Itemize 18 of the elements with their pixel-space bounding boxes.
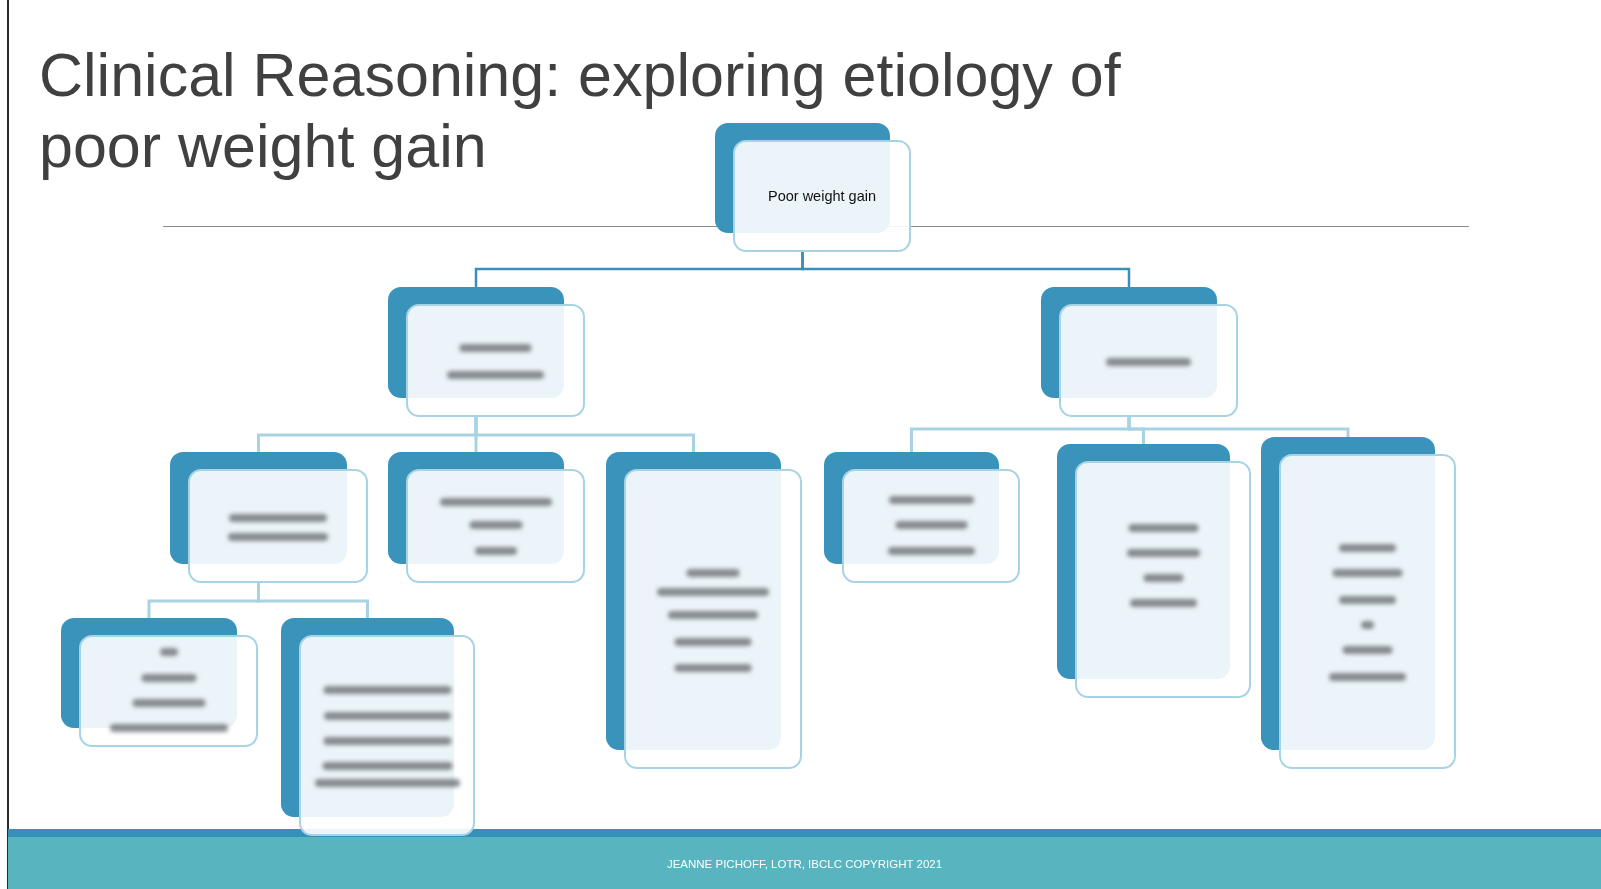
stacked-card [388, 452, 585, 583]
stacked-card [388, 287, 585, 417]
connector-line [801, 252, 1131, 287]
node-label: Poor weight gain [768, 186, 876, 206]
connector-line [474, 417, 695, 452]
stacked-card [1261, 437, 1456, 769]
stacked-card [715, 123, 911, 252]
stacked-card [281, 618, 475, 836]
stacked-card [824, 452, 1020, 583]
stacked-card [1057, 444, 1251, 698]
slide-title: Clinical Reasoning: exploring etiology of poor weight gain [39, 40, 1122, 182]
stacked-card [170, 452, 368, 583]
footer-text: JEANNE PICHOFF, LOTR, IBCLC COPYRIGHT 2021 [666, 858, 943, 870]
connector-line [1127, 417, 1350, 437]
stacked-card [1041, 287, 1238, 417]
stacked-card [606, 452, 802, 769]
connector-line [257, 583, 369, 618]
stacked-card [61, 618, 258, 747]
